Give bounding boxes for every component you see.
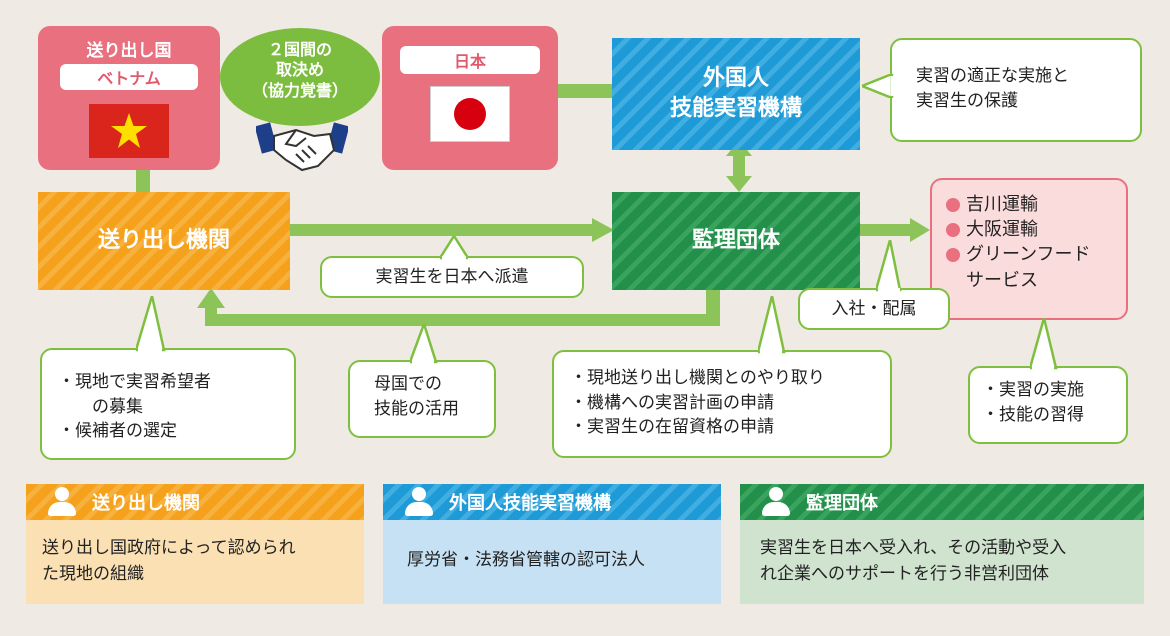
person-icon [403,487,435,517]
legend-description: 実習生を日本へ受入れ、その活動や受入れ企業へのサポートを行う非営利団体 [760,538,1067,584]
home-callout-line2: 技能の活用 [374,398,459,419]
otit-box: 外国人 技能実習機構 [612,38,860,150]
sending-duty-continuation: の募集 [92,396,143,417]
join-callout-pointer [876,240,902,292]
sending-country-name: ベトナム [60,64,198,90]
legend-title: 外国人技能実習機構 [449,493,611,514]
vietnam-flag [89,104,169,158]
legend-card-supervising: 監理団体 実習生を日本へ受入れ、その活動や受入れ企業へのサポートを行う非営利団体 [740,484,1144,604]
legend-title: 監理団体 [806,493,878,514]
agreement-ellipse: ２国間の 取決め （協力覚書） [220,28,380,126]
otit-supervising-arrow-down [726,176,752,192]
supervising-callout: 現地送り出し機関とのやり取り 機構への実習計画の申請 実習生の在留資格の申請 [552,350,892,458]
home-callout-line1: 母国での [374,374,442,394]
connector-japan-otit [555,84,615,98]
sending-country-box: 送り出し国 ベトナム [38,26,220,170]
agreement-line2: 取決め [275,60,324,80]
dispatch-arrowhead [592,218,614,242]
sending-duty-item: 現地で実習希望者 [58,370,294,395]
company-item-continuation: サービス [966,269,1038,291]
dispatch-label: 実習生を日本へ派遣 [375,266,529,287]
legend-title: 送り出し機関 [92,493,200,514]
legend-card-otit: 外国人技能実習機構 厚労省・法務省管轄の認可法人 [383,484,721,604]
otit-line1: 外国人 [702,66,769,92]
otit-callout: 実習の適正な実施と 実習生の保護 [890,38,1142,142]
japan-box: 日本 [382,26,558,170]
bullet-dot-icon [946,197,960,212]
otit-supervising-line [733,150,745,180]
return-arrowhead [197,288,225,308]
handshake-icon [256,122,348,172]
otit-callout-line2: 実習生の保護 [916,90,1018,111]
company-callout: 実習の実施 技能の習得 [968,366,1128,444]
companies-arrow-line [860,224,915,236]
japan-header: 日本 [400,46,540,74]
otit-callout-pointer [862,74,894,98]
star-icon [111,113,147,148]
companies-box: 吉川運輸 大阪運輸 グリーンフード サービス [930,178,1128,320]
legend-header: 外国人技能実習機構 [383,484,721,520]
agreement-line3: （協力覚書） [251,80,348,100]
agreement-line1: ２国間の [267,40,332,59]
join-callout: 入社・配属 [798,288,950,330]
dispatch-callout-pointer [440,236,468,260]
supervising-org-label: 監理団体 [691,228,780,254]
otit-line2: 技能実習機構 [669,96,802,121]
supervising-callout-pointer [758,296,786,354]
companies-arrowhead [910,218,930,242]
bullet-dot-icon [946,247,960,262]
return-arrow-horizontal [210,314,720,326]
japan-flag [430,86,510,142]
home-skill-callout: 母国での 技能の活用 [348,360,496,438]
person-icon [46,487,78,517]
supervising-duty-item: 機構への実習計画の申請 [570,391,890,416]
legend-description: 厚労省・法務省管轄の認可法人 [407,550,645,570]
company-duty-item: 技能の習得 [982,403,1126,428]
legend-header: 監理団体 [740,484,1144,520]
legend-card-sending: 送り出し機関 送り出し国政府によって認められた現地の組織 [26,484,364,604]
join-label: 入社・配属 [831,298,917,319]
dispatch-callout: 実習生を日本へ派遣 [320,256,584,298]
bullet-dot-icon [946,222,960,237]
home-callout-pointer [410,324,438,364]
supervising-org-box: 監理団体 [612,192,860,290]
sun-disc-icon [454,98,486,130]
sending-org-label: 送り出し機関 [97,228,230,254]
dispatch-arrow-line [290,224,600,236]
sending-country-header: 送り出し国 [86,41,172,61]
sending-org-box: 送り出し機関 [38,192,290,290]
company-duty-item: 実習の実施 [982,378,1126,403]
otit-callout-line1: 実習の適正な実施と [916,66,1069,86]
person-icon [760,487,792,517]
sending-duty-item: 候補者の選定 [58,419,294,444]
supervising-duty-item: 現地送り出し機関とのやり取り [570,366,890,391]
legend-description: 送り出し国政府によって認められた現地の組織 [42,538,296,584]
sending-org-callout: 現地で実習希望者 の募集 候補者の選定 [40,348,296,460]
supervising-duty-item: 実習生の在留資格の申請 [570,415,890,440]
sending-callout-pointer [136,296,166,352]
company-callout-pointer [1030,318,1058,370]
connector-vietnam-sending [136,166,150,196]
company-item: グリーンフード [946,242,1126,267]
company-item: 大阪運輸 [946,217,1126,242]
company-item: 吉川運輸 [946,192,1126,217]
legend-header: 送り出し機関 [26,484,364,520]
